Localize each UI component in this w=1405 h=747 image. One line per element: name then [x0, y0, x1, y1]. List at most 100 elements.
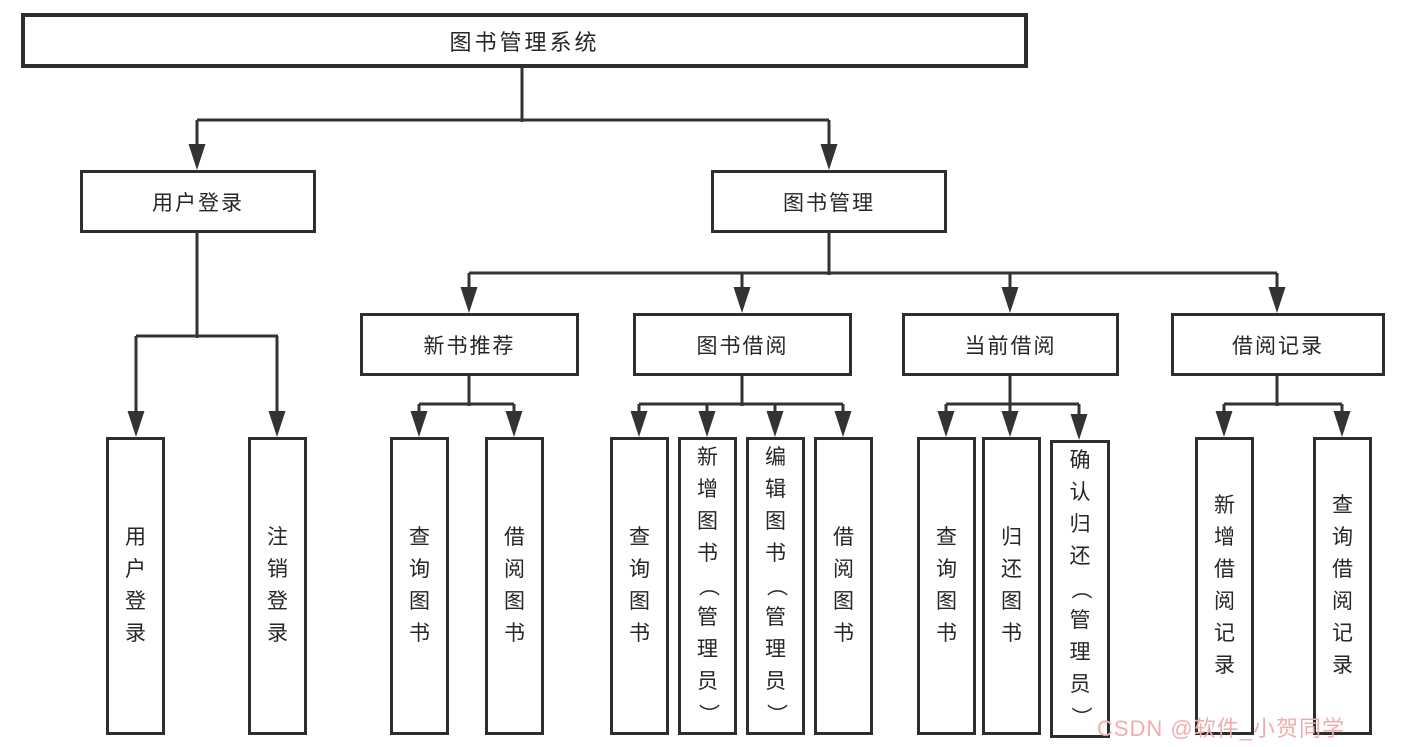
vertical-char: 新 — [697, 446, 718, 469]
vertical-char: 图 — [765, 510, 786, 533]
vertical-char: 查 — [409, 526, 430, 549]
vertical-char: 询 — [1332, 526, 1353, 549]
vertical-char: 用 — [125, 526, 146, 549]
node-book-borrow: 图书借阅 — [633, 313, 852, 376]
vertical-char: 录 — [1332, 654, 1353, 677]
vertical-char: 增 — [1214, 526, 1235, 549]
vertical-char: 阅 — [504, 558, 525, 581]
vertical-char: 记 — [1214, 622, 1235, 645]
vertical-char: 书 — [629, 622, 650, 645]
vertical-char: ） — [764, 703, 788, 725]
vertical-char: 借 — [1214, 558, 1235, 581]
vertical-char: 管 — [697, 606, 718, 629]
vertical-char: 辑 — [765, 478, 786, 501]
vertical-char: 书 — [1001, 622, 1022, 645]
vertical-char: 阅 — [833, 558, 854, 581]
leaf-return-book: 归还图书 — [982, 437, 1041, 735]
csdn-watermark: CSDN @软件_小贺同学 — [1096, 716, 1345, 741]
vertical-char: 图 — [504, 590, 525, 613]
vertical-char: ） — [696, 703, 720, 725]
vertical-char: 理 — [765, 638, 786, 661]
vertical-char: 书 — [697, 542, 718, 565]
vertical-char: 户 — [125, 558, 146, 581]
leaf-query-book-recommend: 查询图书 — [390, 437, 449, 735]
arrowhead-down-icon — [1333, 411, 1351, 437]
node-current-borrow: 当前借阅 — [902, 313, 1119, 376]
vertical-char: 认 — [1069, 481, 1091, 504]
vertical-char: 书 — [765, 542, 786, 565]
vertical-char: 员 — [1069, 673, 1091, 696]
vertical-char: 查 — [629, 526, 650, 549]
vertical-char: 还 — [1001, 558, 1022, 581]
leaf-query-borrow-record: 查询借阅记录 — [1313, 437, 1372, 735]
arrowhead-down-icon — [505, 411, 523, 437]
vertical-char: （ — [764, 575, 788, 597]
leaf-borrow-book: 借阅图书 — [814, 437, 873, 735]
vertical-char: 归 — [1069, 513, 1091, 536]
vertical-char: 图 — [629, 590, 650, 613]
vertical-char: 还 — [1069, 545, 1091, 568]
vertical-char: 阅 — [1214, 590, 1235, 613]
vertical-char: 询 — [629, 558, 650, 581]
vertical-char: 确 — [1069, 449, 1091, 472]
arrowhead-down-icon — [1001, 411, 1019, 437]
vertical-char: 图 — [1001, 590, 1022, 613]
vertical-char: （ — [696, 575, 720, 597]
vertical-char: 增 — [697, 478, 718, 501]
vertical-char: 书 — [409, 622, 430, 645]
arrowhead-down-icon — [1001, 287, 1019, 313]
node-new-book-recommend: 新书推荐 — [360, 313, 579, 376]
arrowhead-down-icon — [268, 411, 286, 437]
vertical-char: 借 — [504, 526, 525, 549]
leaf-borrow-book-recommend: 借阅图书 — [485, 437, 544, 735]
arrowhead-down-icon — [834, 411, 852, 437]
arrowhead-down-icon — [460, 287, 478, 313]
vertical-char: 登 — [125, 590, 146, 613]
leaf-query-book-borrow: 查询图书 — [610, 437, 669, 735]
vertical-char: 询 — [936, 558, 957, 581]
vertical-char: 管 — [765, 606, 786, 629]
leaf-logout: 注销登录 — [248, 437, 307, 735]
vertical-char: ） — [1069, 706, 1092, 728]
vertical-char: 图 — [697, 510, 718, 533]
leaf-edit-book-admin: 编辑图书（管理员） — [746, 437, 805, 735]
node-borrow-records: 借阅记录 — [1171, 313, 1385, 376]
vertical-char: 录 — [125, 622, 146, 645]
vertical-char: 编 — [765, 446, 786, 469]
arrowhead-down-icon — [410, 411, 428, 437]
vertical-char: 借 — [1332, 558, 1353, 581]
arrowhead-down-icon — [937, 411, 955, 437]
vertical-char: 录 — [1214, 654, 1235, 677]
vertical-char: 员 — [697, 670, 718, 693]
leaf-confirm-return-admin: 确认归还（管理员） — [1050, 440, 1110, 738]
leaf-add-book-admin: 新增图书 （ 管理员 ） — [678, 437, 737, 735]
arrowhead-down-icon — [630, 411, 648, 437]
vertical-char: 阅 — [1332, 590, 1353, 613]
vertical-char: 理 — [697, 638, 718, 661]
leaf-add-borrow-record: 新增借阅记录 — [1195, 437, 1254, 735]
arrowhead-down-icon — [188, 144, 206, 170]
node-root-library-system: 图书管理系统 — [21, 13, 1028, 68]
vertical-char: 归 — [1001, 526, 1022, 549]
vertical-char: 书 — [936, 622, 957, 645]
vertical-char: 图 — [409, 590, 430, 613]
arrowhead-down-icon — [698, 411, 716, 437]
arrowhead-down-icon — [1215, 411, 1233, 437]
vertical-char: 理 — [1069, 641, 1091, 664]
vertical-char: 登 — [267, 590, 288, 613]
node-user-login: 用户登录 — [80, 170, 316, 233]
vertical-char: 记 — [1332, 622, 1353, 645]
arrowhead-down-icon — [733, 287, 751, 313]
vertical-char: 注 — [267, 526, 288, 549]
leaf-query-book-current: 查询图书 — [917, 437, 976, 735]
vertical-char: 图 — [833, 590, 854, 613]
vertical-char: 书 — [504, 622, 525, 645]
vertical-char: 借 — [833, 526, 854, 549]
leaf-user-login: 用户登录 — [106, 437, 165, 735]
arrowhead-down-icon — [1070, 414, 1088, 440]
vertical-char: （ — [1069, 578, 1092, 600]
node-book-management: 图书管理 — [711, 170, 947, 233]
vertical-char: 询 — [409, 558, 430, 581]
arrowhead-down-icon — [820, 144, 838, 170]
